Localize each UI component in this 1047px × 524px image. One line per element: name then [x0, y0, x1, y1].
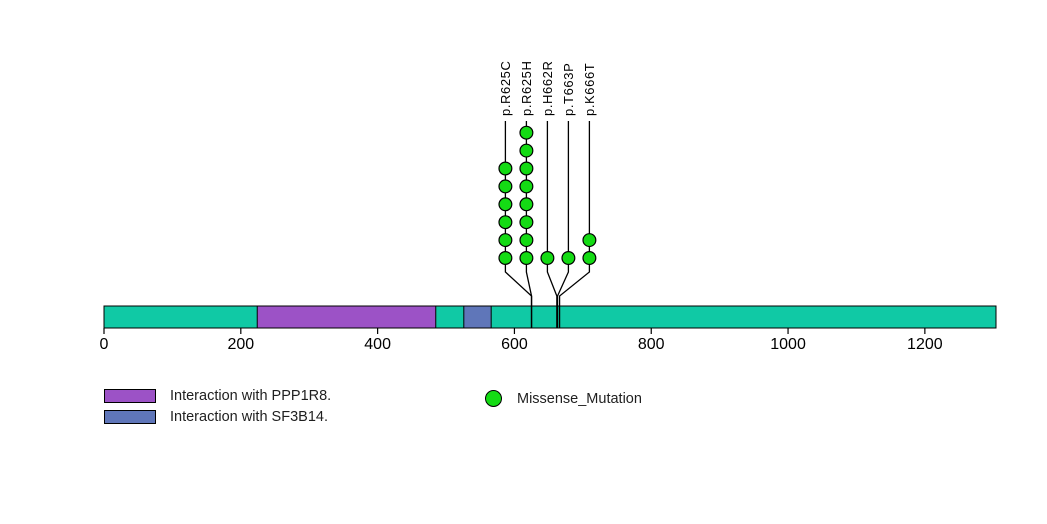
- mutation-label: p.R625H: [519, 60, 534, 116]
- sf3b14-domain-swatch: [104, 409, 156, 424]
- axis-tick-label: 0: [100, 336, 109, 353]
- mutation-circle-p.K666T[interactable]: [582, 233, 597, 248]
- mutation-circle-p.R625H[interactable]: [519, 197, 534, 212]
- mutation-circle-p.R625C[interactable]: [498, 197, 513, 212]
- mutation-circle-p.R625C[interactable]: [498, 233, 513, 248]
- protein-backbone-bar[interactable]: [103, 305, 997, 329]
- mutation-circle-p.R625C[interactable]: [498, 161, 513, 176]
- sf3b14-legend-label: Interaction with SF3B14.: [170, 408, 328, 425]
- mutation-label: p.K666T: [582, 63, 597, 116]
- mutation-circle-p.R625H[interactable]: [519, 179, 534, 194]
- lollipop-plot: 0 200 400 600 800 1000 1200 p.R625C p.R625H p.H66…: [100, 60, 997, 353]
- mutation-label: p.T663P: [561, 63, 576, 116]
- ppp1r8-domain-swatch: [104, 388, 156, 403]
- lollipop-stem: [556, 121, 570, 328]
- missense-legend-label: Missense_Mutation: [517, 390, 642, 407]
- mutation-circle-p.K666T[interactable]: [582, 251, 597, 266]
- mutation-label: p.R625C: [498, 60, 513, 116]
- mutation-circle-p.R625C[interactable]: [498, 215, 513, 230]
- axis-tick-label: 600: [501, 336, 528, 353]
- axis-tick-label: 400: [364, 336, 391, 353]
- axis-tick-label: 200: [227, 336, 254, 353]
- mutation-circle-p.R625C[interactable]: [498, 251, 513, 266]
- axis-tick-label: 800: [638, 336, 665, 353]
- mutation-circle-p.T663P[interactable]: [561, 251, 576, 266]
- legend-item-sf3b14: Interaction with SF3B14.: [104, 406, 331, 427]
- mutation-label: p.H662R: [540, 60, 555, 116]
- lollipop-stem: [525, 121, 533, 328]
- legend-item-ppp1r8: Interaction with PPP1R8.: [104, 385, 331, 406]
- domain-region-0[interactable]: [256, 305, 437, 329]
- mutation-circle-p.R625H[interactable]: [519, 233, 534, 248]
- mutation-circle-p.R625H[interactable]: [519, 125, 534, 140]
- axis-tick-label: 1200: [907, 336, 943, 353]
- domain-legend: Interaction with PPP1R8. Interaction wit…: [104, 385, 331, 427]
- lollipop-stem: [546, 121, 558, 328]
- lollipop-stem: [558, 121, 591, 328]
- domain-region-1[interactable]: [463, 305, 492, 329]
- mutation-circle-p.R625H[interactable]: [519, 143, 534, 158]
- axis-tick-label: 1000: [770, 336, 806, 353]
- ppp1r8-legend-label: Interaction with PPP1R8.: [170, 387, 332, 404]
- mutation-circle-p.R625H[interactable]: [519, 251, 534, 266]
- mutation-circle-p.R625C[interactable]: [498, 179, 513, 194]
- legend-item-missense: Missense_Mutation: [485, 390, 642, 407]
- mutation-circle-p.R625H[interactable]: [519, 161, 534, 176]
- mutation-circle-p.R625H[interactable]: [519, 215, 534, 230]
- missense-mutation-swatch-circle: [485, 390, 502, 407]
- mutation-circle-p.H662R[interactable]: [540, 251, 555, 266]
